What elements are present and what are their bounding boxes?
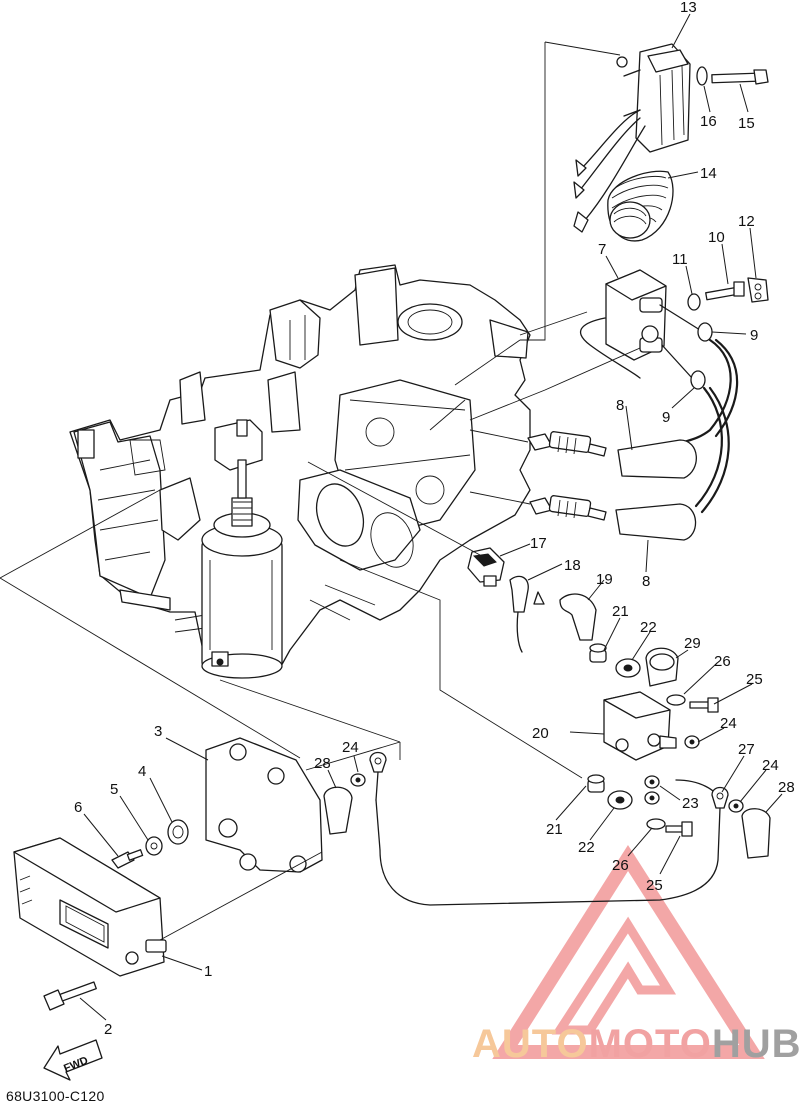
callout-9-lower: 9 <box>662 409 670 426</box>
watermark-logo <box>492 844 765 1059</box>
callout-17: 17 <box>530 535 547 552</box>
callout-10: 10 <box>708 229 725 246</box>
bolt-6 <box>111 849 144 869</box>
callout-18: 18 <box>564 557 581 574</box>
clamp-12 <box>747 277 769 303</box>
callout-28-left: 28 <box>314 755 331 772</box>
nut-24-right <box>728 799 744 813</box>
nut-24-upper <box>684 735 700 749</box>
diagram-code: 68U3100-C120 <box>6 1088 105 1104</box>
callout-leaders <box>79 13 783 1021</box>
callout-3: 3 <box>154 723 162 740</box>
callout-4: 4 <box>138 763 146 780</box>
callout-25-lower: 25 <box>646 877 663 894</box>
bolt-2 <box>43 981 97 1011</box>
callout-28-right: 28 <box>778 779 795 796</box>
washer-16 <box>696 66 708 86</box>
callout-14: 14 <box>700 165 717 182</box>
callout-labels: 13 15 16 14 12 10 11 7 9 9 8 8 17 18 19 … <box>74 0 795 1038</box>
callout-26-lower: 26 <box>612 857 629 874</box>
callout-22-lower: 22 <box>578 839 595 856</box>
brand-auto: AUTO <box>472 1022 589 1066</box>
callout-13: 13 <box>680 0 697 16</box>
callout-2: 2 <box>104 1021 112 1038</box>
callout-7: 7 <box>598 241 606 258</box>
bracket-29 <box>645 647 679 687</box>
battery-cable-27 <box>369 751 729 906</box>
ignition-coil <box>580 269 713 390</box>
callout-27: 27 <box>738 741 755 758</box>
washer-11 <box>687 293 701 311</box>
callout-20: 20 <box>532 725 549 742</box>
washer-26-lower <box>646 818 666 830</box>
bolt-15 <box>711 69 769 85</box>
plug-cap-lower <box>615 386 730 541</box>
nut-23-b <box>644 791 660 805</box>
callout-11: 11 <box>672 251 688 268</box>
washer-26-upper <box>666 694 686 706</box>
brand-hub: HUB <box>711 1022 800 1066</box>
collar-21-lower <box>587 774 605 793</box>
starter-relay <box>603 691 677 761</box>
cap-28-left <box>323 786 353 835</box>
starter-motor <box>201 459 283 679</box>
fwd-arrow-icon: FWD <box>43 1039 103 1081</box>
callout-29: 29 <box>684 635 701 652</box>
cap-28-right <box>741 808 771 859</box>
wire-lead-18 <box>509 575 545 653</box>
elbow-19 <box>559 593 597 641</box>
collar-5 <box>145 836 163 856</box>
callout-15: 15 <box>738 115 755 132</box>
callout-25-upper: 25 <box>746 671 763 688</box>
callout-21-upper: 21 <box>612 603 629 620</box>
nut-23-a <box>644 775 660 789</box>
spark-plug-upper <box>469 429 607 457</box>
plug-cap-upper <box>617 338 739 479</box>
watermark-brand: AUTOMOTOHUB <box>472 1022 800 1067</box>
thermo-switch-17 <box>467 547 505 587</box>
cdi-unit-1 <box>13 837 167 977</box>
callout-1: 1 <box>204 963 212 980</box>
boot-14 <box>607 170 674 242</box>
callout-24-left: 24 <box>342 739 359 756</box>
grommet-4 <box>167 819 189 845</box>
callout-23: 23 <box>682 795 699 812</box>
bolt-25-upper <box>689 697 719 713</box>
callout-19: 19 <box>596 571 613 588</box>
brand-moto: MOTO <box>588 1022 712 1066</box>
callout-26-upper: 26 <box>714 653 731 670</box>
callout-22-upper: 22 <box>640 619 657 636</box>
engine-block <box>69 264 531 673</box>
callout-5: 5 <box>110 781 118 798</box>
callout-8-upper: 8 <box>616 397 624 414</box>
callout-21-lower: 21 <box>546 821 563 838</box>
callout-24-relay: 24 <box>720 715 737 732</box>
callout-24-right: 24 <box>762 757 779 774</box>
bolt-25-lower <box>665 821 693 837</box>
spark-plug-lower <box>469 491 607 521</box>
callout-16: 16 <box>700 113 717 130</box>
callout-8-lower: 8 <box>642 573 650 590</box>
callout-9-upper: 9 <box>750 327 758 344</box>
callout-12: 12 <box>738 213 755 230</box>
callout-6: 6 <box>74 799 82 816</box>
assembly-lines <box>0 41 641 941</box>
grommet-22-upper <box>615 658 641 678</box>
bolt-10 <box>705 281 745 301</box>
bracket-3 <box>205 737 323 873</box>
nut-24-left <box>350 773 366 787</box>
grommet-22-lower <box>607 790 633 810</box>
rectifier-regulator <box>573 43 691 233</box>
collar-21-upper <box>589 643 607 663</box>
